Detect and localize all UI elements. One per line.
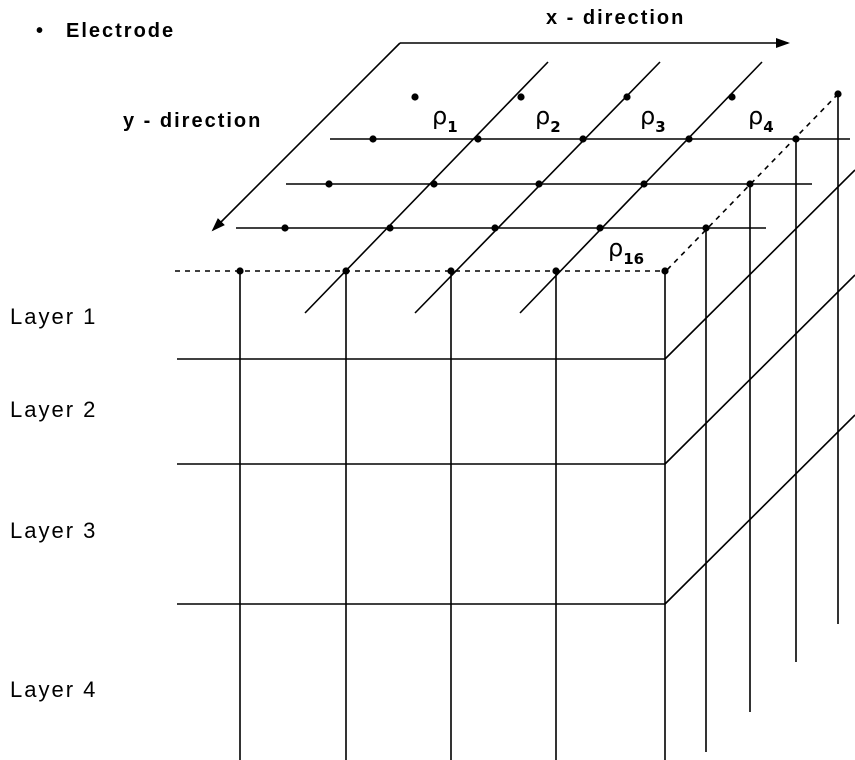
electrode — [491, 224, 499, 232]
electrode — [702, 224, 710, 232]
layer-labels: Layer 1 Layer 2 Layer 3 Layer 4 — [10, 304, 97, 702]
layer-3-label: Layer 3 — [10, 518, 97, 543]
legend-label: Electrode — [66, 20, 175, 42]
rho-1-label: ρ1 — [432, 102, 458, 136]
surface-diag-3 — [519, 61, 763, 314]
electrode — [552, 267, 560, 275]
surface-diag-2 — [414, 61, 661, 314]
front-face — [177, 271, 666, 760]
surface-diag-1 — [304, 61, 549, 314]
y-direction-label: y - direction — [123, 110, 262, 132]
electrode — [596, 224, 604, 232]
layer-4-label: Layer 4 — [10, 677, 97, 702]
electrodes — [236, 90, 842, 275]
electrode — [474, 135, 482, 143]
legend: • Electrode — [36, 20, 175, 42]
electrode — [746, 180, 754, 188]
rho-3-label: ρ3 — [640, 102, 666, 136]
electrode — [792, 135, 800, 143]
electrode — [447, 267, 455, 275]
rho-4-label: ρ4 — [748, 102, 774, 136]
side-layer-boundary-2 — [664, 274, 855, 465]
side-layer-boundary-1 — [664, 169, 855, 360]
resistivity-labels: ρ1 ρ2 ρ3 ρ4 ρ16 — [432, 102, 774, 268]
electrode — [430, 180, 438, 188]
legend-bullet: • — [36, 20, 45, 42]
side-face — [664, 94, 855, 752]
x-direction-label: x - direction — [546, 7, 685, 29]
electrode — [517, 93, 525, 101]
x-direction-axis: x - direction — [400, 7, 790, 48]
electrode — [369, 135, 377, 143]
electrode — [236, 267, 244, 275]
y-direction-arrow — [211, 42, 401, 232]
electrode — [281, 224, 289, 232]
rho-16-label: ρ16 — [608, 234, 644, 268]
electrode — [728, 93, 736, 101]
layer-2-label: Layer 2 — [10, 397, 97, 422]
electrode — [411, 93, 419, 101]
electrode — [623, 93, 631, 101]
electrode — [685, 135, 693, 143]
electrode — [342, 267, 350, 275]
electrode — [579, 135, 587, 143]
rho-2-label: ρ2 — [535, 102, 561, 136]
electrode — [386, 224, 394, 232]
electrode — [325, 180, 333, 188]
electrode — [661, 267, 669, 275]
electrode — [640, 180, 648, 188]
electrode — [834, 90, 842, 98]
side-layer-boundary-3 — [664, 414, 855, 605]
layer-1-label: Layer 1 — [10, 304, 97, 329]
electrode — [535, 180, 543, 188]
y-direction-axis: y - direction — [123, 42, 401, 232]
